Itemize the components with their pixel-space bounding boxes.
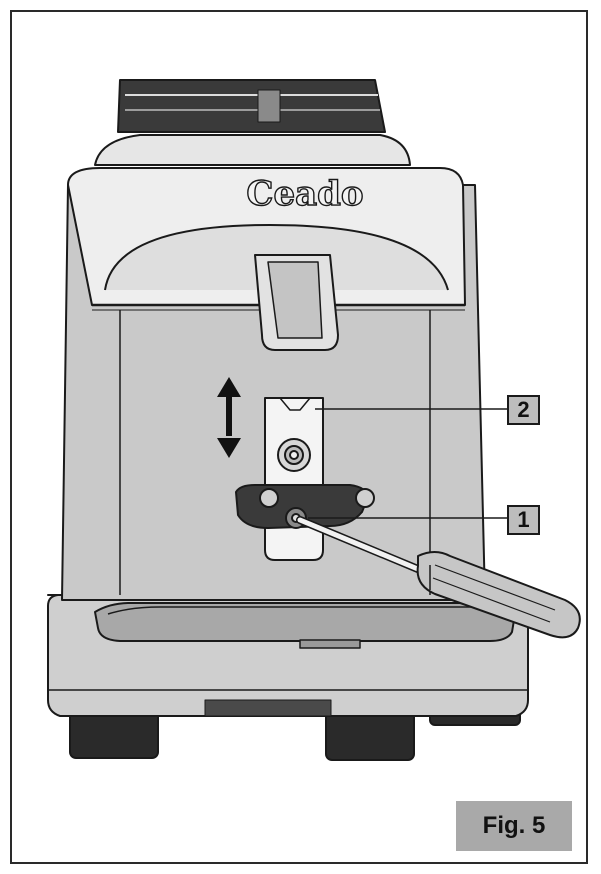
callout-part-1: 1 — [507, 505, 540, 535]
brand-logo: Ceado — [246, 174, 363, 214]
callout-part-2: 2 — [507, 395, 540, 425]
screwdriver-icon — [296, 516, 581, 639]
double-arrow-vertical-icon — [217, 377, 241, 458]
tray — [94, 602, 516, 642]
adjustment-slot — [264, 397, 324, 561]
figure-label: Fig. 5 — [456, 801, 572, 851]
hopper-lid — [94, 134, 411, 166]
